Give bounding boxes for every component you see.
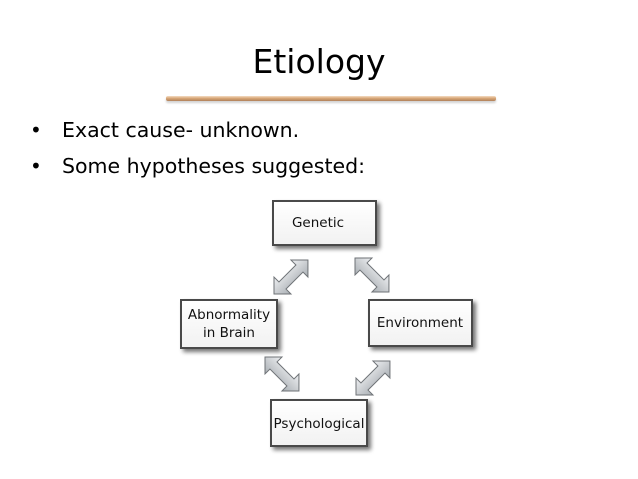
node-abnormality-in-brain: Abnormality in Brain: [180, 299, 278, 349]
double-arrow-icon: [273, 259, 309, 295]
arrow-genetic-abnormality: [273, 259, 309, 295]
node-label-environment: Environment: [377, 315, 463, 331]
bullet-item: • Exact cause- unknown.: [30, 112, 365, 148]
arrow-abnormality-psychological: [264, 356, 300, 392]
slide-title: Etiology: [252, 42, 386, 81]
bullet-item: • Some hypotheses suggested:: [30, 148, 365, 184]
title-underline: [166, 96, 496, 101]
bullet-list: • Exact cause- unknown. • Some hypothese…: [30, 112, 365, 184]
node-label-abnormality-line2: in Brain: [203, 325, 255, 341]
node-label-abnormality-line1: Abnormality: [188, 307, 270, 323]
node-label-psychological: Psychological: [274, 416, 365, 432]
node-label-genetic: Genetic: [292, 215, 344, 231]
bullet-text: Exact cause- unknown.: [62, 118, 300, 142]
bullet-text: Some hypotheses suggested:: [62, 154, 366, 178]
double-arrow-icon: [264, 356, 300, 392]
bullet-marker: •: [30, 118, 42, 142]
bullet-marker: •: [30, 154, 42, 178]
node-environment: Environment: [368, 299, 473, 347]
double-arrow-icon: [355, 360, 391, 396]
arrow-genetic-environment: [354, 257, 390, 293]
node-genetic: Genetic: [272, 200, 377, 246]
double-arrow-icon: [354, 257, 390, 293]
node-psychological: Psychological: [270, 399, 368, 447]
arrow-environment-psychological: [355, 360, 391, 396]
